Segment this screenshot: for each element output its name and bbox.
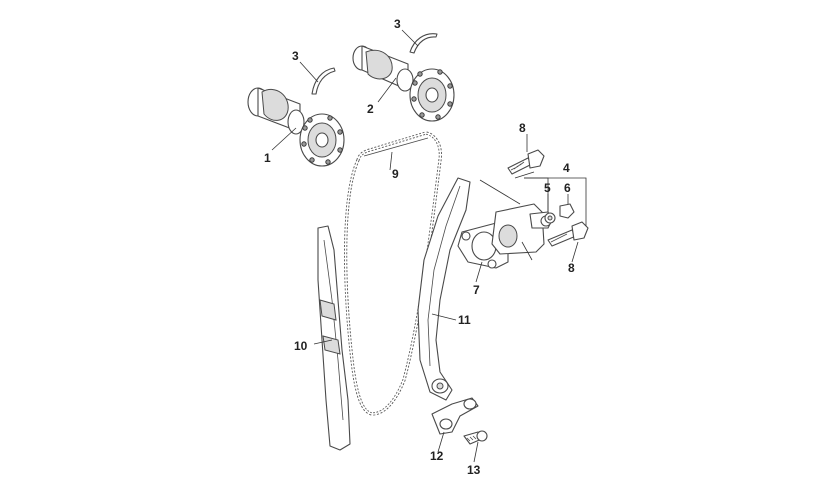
callout-labels: 1 2 3 3 4 5 6 7 8 8 9 10 11 12 13 xyxy=(264,17,575,477)
camshaft-intake xyxy=(352,45,455,122)
callout-8-upper: 8 xyxy=(519,121,526,135)
callout-5: 5 xyxy=(544,181,551,195)
leader-lines xyxy=(271,29,587,463)
camshaft-exhaust xyxy=(247,87,345,167)
callout-10: 10 xyxy=(294,339,308,353)
callout-8-lower: 8 xyxy=(568,261,575,275)
tensioner-cap-bolt xyxy=(559,203,575,219)
callout-13: 13 xyxy=(467,463,481,477)
callout-12: 12 xyxy=(430,449,444,463)
callout-3-left: 3 xyxy=(292,49,299,63)
tensioner-bolt-upper xyxy=(507,149,545,175)
callout-2: 2 xyxy=(367,102,374,116)
exhaust-sprocket-teeth xyxy=(301,115,343,165)
callout-7: 7 xyxy=(473,283,480,297)
cam-chain xyxy=(344,131,442,416)
callout-6: 6 xyxy=(564,181,571,195)
callout-9: 9 xyxy=(392,167,399,181)
guide-pivot-bracket xyxy=(431,397,479,435)
tensioner-bolt-lower xyxy=(547,221,589,247)
retaining-ring-right xyxy=(409,33,438,54)
callout-11: 11 xyxy=(458,313,471,327)
chain-guide-left xyxy=(317,225,351,451)
callout-3-right: 3 xyxy=(394,17,401,31)
intake-sprocket-teeth xyxy=(411,69,453,120)
chain-tensioner-guide xyxy=(417,177,471,401)
callout-4: 4 xyxy=(563,161,570,175)
chain-tensioner-assembly xyxy=(457,203,575,269)
pivot-bolt xyxy=(463,430,488,445)
retaining-ring-left xyxy=(311,67,336,95)
callout-1: 1 xyxy=(264,151,271,165)
